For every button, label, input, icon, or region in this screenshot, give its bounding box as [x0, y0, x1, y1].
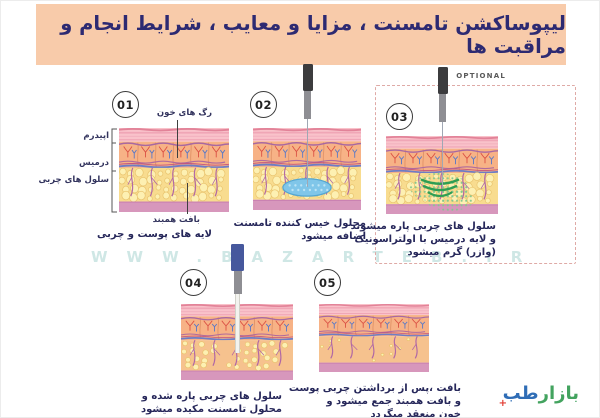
caption-step-01: لایه های پوست و چربی — [96, 229, 212, 240]
optional-frame — [375, 85, 576, 264]
step-badge-05: 05 — [314, 269, 341, 296]
step-badge-02: 02 — [250, 91, 277, 118]
logo-text-bazar: بازار — [538, 383, 579, 404]
logo-text-teb: طب+ — [498, 383, 539, 409]
caption-step-05: بافت ،پس از برداشتن چربی پوست و بافت همب… — [288, 383, 461, 418]
label-connector-line — [177, 120, 178, 158]
syringe-shaft — [304, 91, 311, 119]
caption-step-04: سلول های چربی پاره شده و محلول تامسنت مک… — [140, 391, 282, 416]
probe-shaft — [439, 94, 446, 122]
label-fat-cells: سلول های چربی — [38, 175, 109, 185]
label-connective-tissue: بافت همبند — [152, 215, 200, 225]
cannula-handle — [231, 244, 244, 271]
cannula-shaft — [233, 271, 242, 294]
step-badge-01: 01 — [112, 91, 139, 118]
syringe-needle — [306, 119, 309, 187]
skin-diagram-01 — [118, 128, 230, 212]
label-epidermis: اپیدرم — [83, 131, 109, 141]
caption-step-03: سلول های چربی پاره میشوند و لایه درمیس ب… — [350, 221, 496, 259]
watermark-text: WWW.BAZARTEB.IR — [91, 248, 542, 266]
page-title: لیپوساکشن تامسنت ، مزایا و معایب ، شرایط… — [36, 4, 566, 65]
step-badge-03: 03 — [386, 103, 413, 130]
medical-cross-icon: + — [498, 398, 507, 409]
probe-handle — [437, 67, 448, 94]
layers-bracket — [109, 128, 118, 217]
bazarteb-logo: بازارطب+ — [498, 383, 579, 409]
suction-cannula-icon — [231, 244, 244, 353]
syringe-icon — [301, 64, 314, 187]
cannula-tube — [235, 294, 240, 353]
ultrasound-probe-icon — [436, 67, 449, 187]
syringe-handle — [302, 64, 313, 91]
label-dermis: درمیس — [78, 158, 109, 168]
caption-step-02: محلول خیس کننده تامسنت اضافه میشود — [233, 218, 367, 243]
label-blood-vessels: رگ های خون — [156, 108, 212, 118]
probe-needle — [441, 122, 444, 187]
optional-label: OPTIONAL — [456, 72, 506, 80]
step-badge-04: 04 — [180, 269, 207, 296]
label-connector-line — [187, 183, 188, 214]
skin-diagram-05 — [318, 304, 430, 372]
